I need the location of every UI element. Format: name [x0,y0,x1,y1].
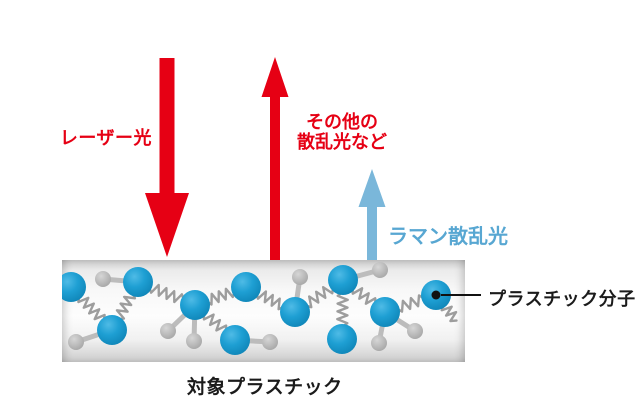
blue-atom [327,324,357,354]
gray-atom [68,334,84,350]
spring-bond [202,311,228,334]
blue-atom [231,272,261,302]
gray-atom [292,269,308,285]
gray-atom [262,334,278,350]
laser-beam-arrow [145,58,189,257]
laser-light-label: レーザー光 [59,128,152,148]
gray-atom [160,323,176,339]
other-scattered-light-label-line1: その他の [306,112,378,132]
plastic-molecule-label: プラスチック分子 [488,289,636,309]
other-scattered-light-label: その他の 散乱光など [294,112,390,152]
spring-bond [77,294,106,323]
gray-atom [371,335,387,351]
blue-atom [370,297,400,327]
blue-atom [123,267,153,297]
molecule-chain [62,262,458,355]
blue-atom [280,297,310,327]
spring-bond [440,303,458,323]
spring-bond [255,290,286,311]
spring-bond [115,291,137,321]
molecule-pointer-dot [431,290,441,300]
raman-scatter-arrow [358,169,386,260]
spring-bond [147,283,186,304]
target-plastic-label: 対象プラスチック [187,377,343,398]
blue-atom [97,315,127,345]
raman-scattered-light-label: ラマン散乱光 [388,226,508,248]
blue-atom [180,290,210,320]
other-scatter-arrow [261,57,289,260]
gray-atom [407,323,423,339]
spring-bond [351,286,377,306]
spring-bond [395,294,426,313]
spring-bond [336,290,349,329]
gray-atom [95,271,111,287]
spring-bond [205,287,236,306]
blue-atom [62,272,86,302]
gray-atom [186,333,202,349]
blue-atom [328,265,358,295]
other-scattered-light-label-line2: 散乱光など [297,132,387,152]
gray-atom [372,262,388,278]
blue-atom [220,325,250,355]
spring-bond [303,285,335,309]
